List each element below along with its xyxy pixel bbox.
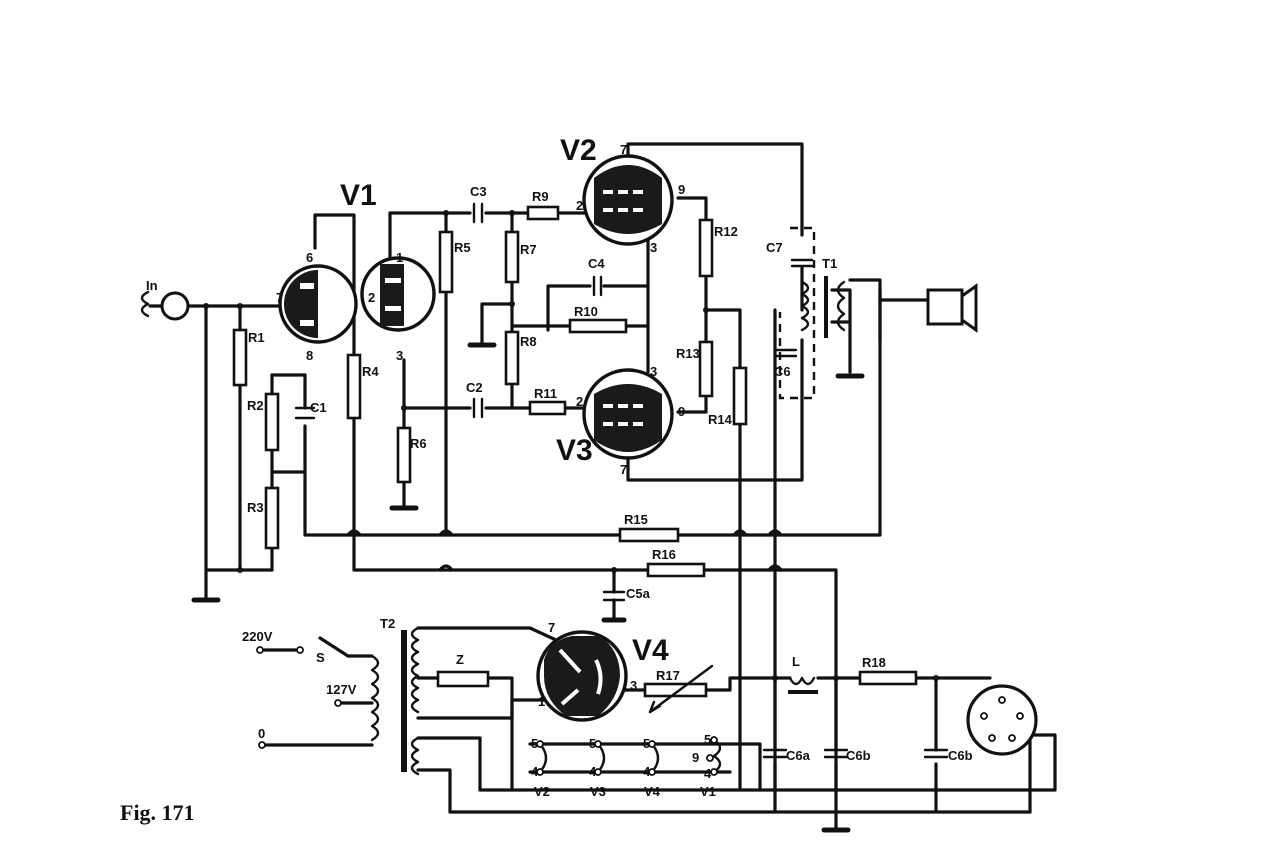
r3-label: R3 <box>247 500 264 515</box>
transformer-t2: T2 <box>370 616 420 776</box>
svg-text:4: 4 <box>531 764 539 779</box>
r8-label: R8 <box>520 334 537 349</box>
junction-dots <box>203 210 939 681</box>
r12-label: R12 <box>714 224 738 239</box>
r13-label: R13 <box>676 346 700 361</box>
r2-label: R2 <box>247 398 264 413</box>
svg-text:6: 6 <box>306 250 313 265</box>
r14-label: R14 <box>708 412 733 427</box>
wire-hops <box>346 529 783 572</box>
r6-label: R6 <box>410 436 427 451</box>
v1-label: V1 <box>340 179 377 212</box>
z-label: Z <box>456 652 464 667</box>
svg-text:9: 9 <box>678 182 685 197</box>
r5-label: R5 <box>454 240 471 255</box>
heater-v1-label: V1 <box>700 784 716 799</box>
figure-caption: Fig. 171 <box>120 800 195 825</box>
svg-text:5: 5 <box>643 736 650 751</box>
speaker-icon <box>926 283 978 333</box>
svg-text:7: 7 <box>620 142 627 157</box>
svg-text:2: 2 <box>368 290 375 305</box>
c6a-label: C6a <box>786 748 811 763</box>
r1-label: R1 <box>248 330 265 345</box>
c6b2-label: C6b <box>948 748 973 763</box>
svg-text:7: 7 <box>276 290 283 305</box>
resistors: R1 R2 R3 R4 R5 R6 R7 R8 R9 R10 R11 R12 R… <box>232 189 918 714</box>
v4-label: V4 <box>632 634 669 667</box>
heater-v4-label: V4 <box>644 784 661 799</box>
svg-text:4: 4 <box>643 764 651 779</box>
t1-label: T1 <box>822 256 837 271</box>
t2-label: T2 <box>380 616 395 631</box>
tube-v3: V3 3 2 9 7 <box>556 364 685 477</box>
heater-v2-label: V2 <box>534 784 550 799</box>
r10-label: R10 <box>574 304 598 319</box>
svg-text:5: 5 <box>589 736 596 751</box>
shield-box <box>778 226 816 400</box>
svg-text:3: 3 <box>630 678 637 693</box>
tube-v1: V1 6 7 8 1 2 3 <box>276 179 436 363</box>
svg-text:5: 5 <box>704 732 711 747</box>
c1-label: C1 <box>310 400 327 415</box>
svg-text:2: 2 <box>576 198 583 213</box>
input-jack: In <box>140 278 190 321</box>
r18-label: R18 <box>862 655 886 670</box>
c6b-label: C6b <box>846 748 871 763</box>
mains-inputs: 220V 127V 0 S <box>242 629 357 749</box>
r4-label: R4 <box>362 364 379 379</box>
svg-text:7: 7 <box>620 462 627 477</box>
r11-label: R11 <box>534 386 557 401</box>
r17-label: R17 <box>656 668 680 683</box>
v3-label: V3 <box>556 434 593 467</box>
capacitors: C1 C3 C2 C4 C5a C7 C6 C6a C6b C6b <box>294 184 973 763</box>
svg-text:5: 5 <box>531 736 538 751</box>
filament-resistor-z: Z <box>436 652 490 688</box>
svg-text:3: 3 <box>650 364 657 379</box>
svg-text:1: 1 <box>538 694 545 709</box>
r7-label: R7 <box>520 242 537 257</box>
v2-label: V2 <box>560 134 597 167</box>
svg-text:4: 4 <box>704 766 712 781</box>
svg-text:3: 3 <box>396 348 403 363</box>
c2-label: C2 <box>466 380 483 395</box>
r16-label: R16 <box>652 547 676 562</box>
svg-text:8: 8 <box>306 348 313 363</box>
svg-text:9: 9 <box>678 404 685 419</box>
r9-label: R9 <box>532 189 549 204</box>
output-socket <box>966 684 1038 756</box>
choke-l: L <box>788 654 818 694</box>
c4-label: C4 <box>588 256 605 271</box>
svg-text:2: 2 <box>576 394 583 409</box>
svg-text:4: 4 <box>589 764 597 779</box>
mains-220v-label: 220V <box>242 629 273 644</box>
c3-label: C3 <box>470 184 487 199</box>
svg-text:7: 7 <box>548 620 555 635</box>
svg-text:1: 1 <box>396 250 403 265</box>
choke-label: L <box>792 654 800 669</box>
heater-v3-label: V3 <box>590 784 606 799</box>
transformer-t1: T1 <box>800 256 846 338</box>
mains-127v-label: 127V <box>326 682 357 697</box>
c5a-label: C5a <box>626 586 651 601</box>
mains-0-label: 0 <box>258 726 265 741</box>
c7-label: C7 <box>766 240 783 255</box>
switch-label: S <box>316 650 325 665</box>
svg-text:3: 3 <box>650 240 657 255</box>
heater-taps: 5 4 V2 5 4 V3 5 4 V4 5 9 4 V1 <box>531 732 722 799</box>
svg-text:9: 9 <box>692 750 699 765</box>
c8-label: C6 <box>774 364 791 379</box>
r15-label: R15 <box>624 512 648 527</box>
wiring <box>148 142 1057 832</box>
input-label: In <box>146 278 158 293</box>
tube-v4: V4 7 1 3 <box>536 620 669 722</box>
tube-v2: V2 7 2 9 3 <box>560 134 685 255</box>
ground-symbols <box>191 342 865 833</box>
